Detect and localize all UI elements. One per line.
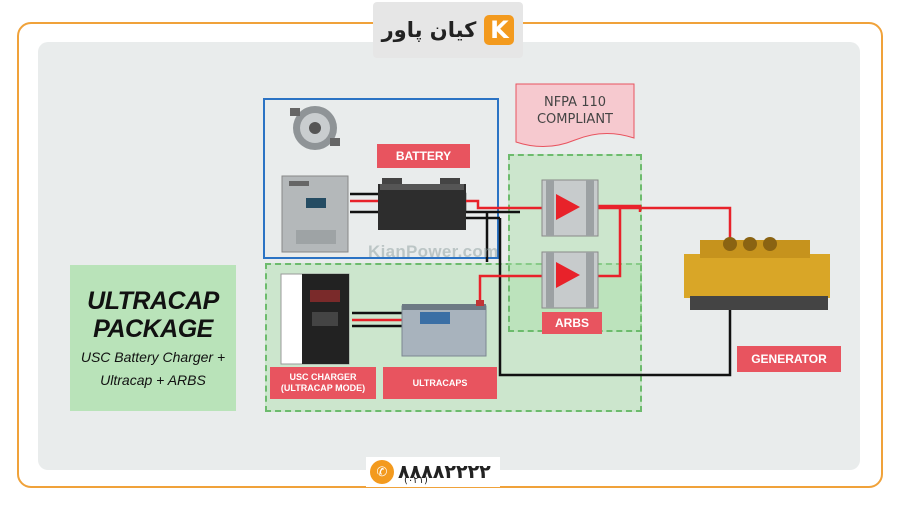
watermark-text: KianPower.com: [368, 242, 499, 261]
ultracap-package-box: ULTRACAP PACKAGE USC Battery Charger + U…: [70, 265, 236, 411]
area-code: (۰۲۱): [404, 475, 428, 486]
phone-icon: ✆: [370, 460, 394, 484]
nfpa-compliant-text: NFPA 110 COMPLIANT: [516, 94, 634, 128]
alternator-icon: [290, 106, 340, 150]
generator-label: GENERATOR: [737, 346, 841, 372]
arbs-label: ARBS: [542, 312, 602, 334]
battery-charger-icon: [281, 175, 349, 253]
brand-logo: کیان پاور K: [373, 2, 523, 58]
nfpa-line1: NFPA 110: [543, 95, 607, 110]
package-title-line1: ULTRACAP: [87, 287, 219, 315]
logo-text: کیان پاور: [381, 18, 477, 42]
usc-label-line2: (ULTRACAP MODE): [280, 383, 366, 393]
package-title-line2: PACKAGE: [93, 315, 213, 343]
phone-number: ۸۸۸۸۲۲۲۲: [398, 461, 491, 483]
nfpa-ribbon-icon: [515, 83, 635, 147]
usc-charger-label: USC CHARGER (ULTRACAP MODE): [270, 367, 376, 399]
package-subtitle-line1: USC Battery Charger +: [80, 349, 226, 365]
ultracaps-label: ULTRACAPS: [383, 367, 497, 399]
battery-label: BATTERY: [377, 144, 470, 168]
battery-system-box: [263, 98, 499, 259]
battery-icon: [378, 178, 466, 230]
arbs-icon: [541, 179, 599, 309]
generator-icon: [684, 237, 830, 310]
nfpa-line2: COMPLIANT: [536, 112, 613, 127]
usc-charger-icon: [280, 273, 350, 365]
usc-label-line1: USC CHARGER: [289, 372, 357, 382]
ultracap-icon: [401, 300, 487, 357]
logo-mark-icon: K: [484, 15, 515, 45]
contact-phone[interactable]: ✆ ۸۸۸۸۲۲۲۲ (۰۲۱): [366, 457, 500, 487]
package-subtitle-line2: Ultracap + ARBS: [100, 372, 206, 388]
